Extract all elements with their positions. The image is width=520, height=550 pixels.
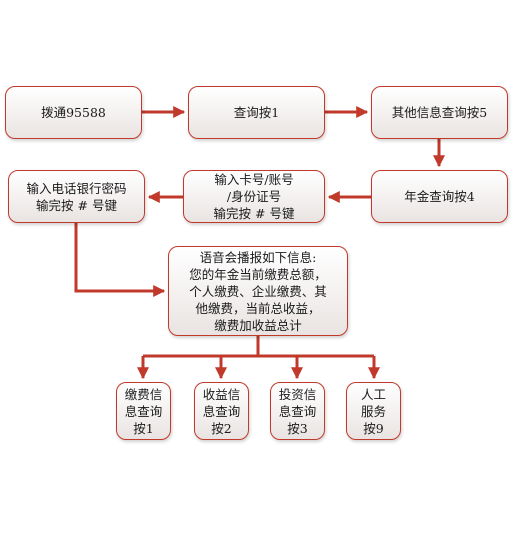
node-annuity-query-press-4: 年金查询按4 <box>371 170 508 223</box>
arrow-password-to-voice <box>74 223 166 297</box>
node-other5-label: 其他信息查询按5 <box>391 105 488 120</box>
node-annuity4-label: 年金查询按4 <box>404 189 475 204</box>
node-manual-service-press-9: 人工 服务 按9 <box>346 382 401 440</box>
node-voice-broadcast: 语音会播报如下信息: 您的年金当前缴费总额， 个人缴费、企业缴费、其 他缴费，当… <box>168 246 348 336</box>
node-manual-service-label: 人工 服务 按9 <box>360 386 386 436</box>
node-other-info-press-5: 其他信息查询按5 <box>371 86 508 139</box>
node-query-press-1: 查询按1 <box>188 86 325 139</box>
node-dial-95588: 拨通95588 <box>5 86 142 139</box>
node-income-query-press-2: 收益信 息查询 按2 <box>194 382 249 440</box>
node-query1-label: 查询按1 <box>233 105 280 120</box>
node-password-input-label: 输入电话银行密码 输完按 # 号键 <box>26 180 127 213</box>
node-card-input-label: 输入卡号/账号 /身份证号 输完按 # 号键 <box>213 172 295 221</box>
node-investment-query-press-3: 投资信 息查询 按3 <box>270 382 325 440</box>
node-card-number-input: 输入卡号/账号 /身份证号 输完按 # 号键 <box>183 170 325 223</box>
node-password-input: 输入电话银行密码 输完按 # 号键 <box>8 170 145 223</box>
node-voice-broadcast-label: 语音会播报如下信息: 您的年金当前缴费总额， 个人缴费、企业缴费、其 他缴费，当… <box>189 249 327 333</box>
node-investment-query-label: 投资信 息查询 按3 <box>278 386 317 436</box>
node-payment-query-label: 缴费信 息查询 按1 <box>124 386 163 436</box>
node-income-query-label: 收益信 息查询 按2 <box>202 386 241 436</box>
node-dial-label: 拨通95588 <box>41 105 106 120</box>
node-payment-query-press-1: 缴费信 息查询 按1 <box>116 382 171 440</box>
